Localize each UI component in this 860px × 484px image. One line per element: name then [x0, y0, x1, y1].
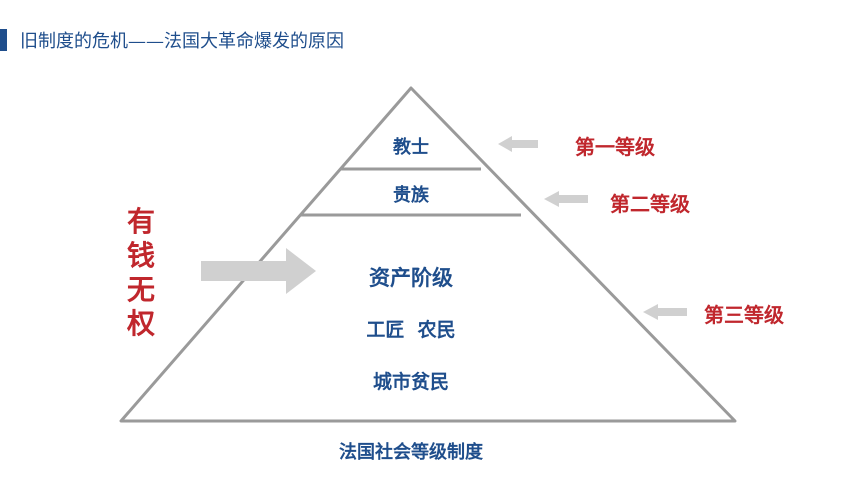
diagram-caption: 法国社会等级制度	[339, 442, 483, 463]
rank-label-third-estate: 第三等级	[704, 303, 784, 327]
rank-arrow-icon-1	[498, 136, 538, 152]
page-title: 旧制度的危机——法国大革命爆发的原因	[20, 31, 344, 52]
tier-label-urban-poor: 城市贫民	[372, 371, 450, 393]
rank-label-first-estate: 第一等级	[575, 135, 655, 159]
pyramid-outline	[119, 86, 737, 423]
rank-label-second-estate: 第二等级	[610, 192, 690, 216]
tier-label-bourgeoisie: 资产阶级	[369, 266, 453, 290]
tier-label-artisans-peasants: 工匠 农民	[366, 319, 456, 341]
big-right-arrow-icon	[201, 248, 316, 294]
rank-arrow-icon-2	[544, 191, 588, 207]
rank-arrow-icon-3	[643, 304, 687, 320]
side-note-rich-without-power: 有钱无权	[126, 205, 155, 340]
title-accent-bar	[0, 29, 7, 51]
tier-label-nobility: 贵族	[393, 185, 429, 206]
tier-label-clergy: 教士	[393, 137, 429, 158]
